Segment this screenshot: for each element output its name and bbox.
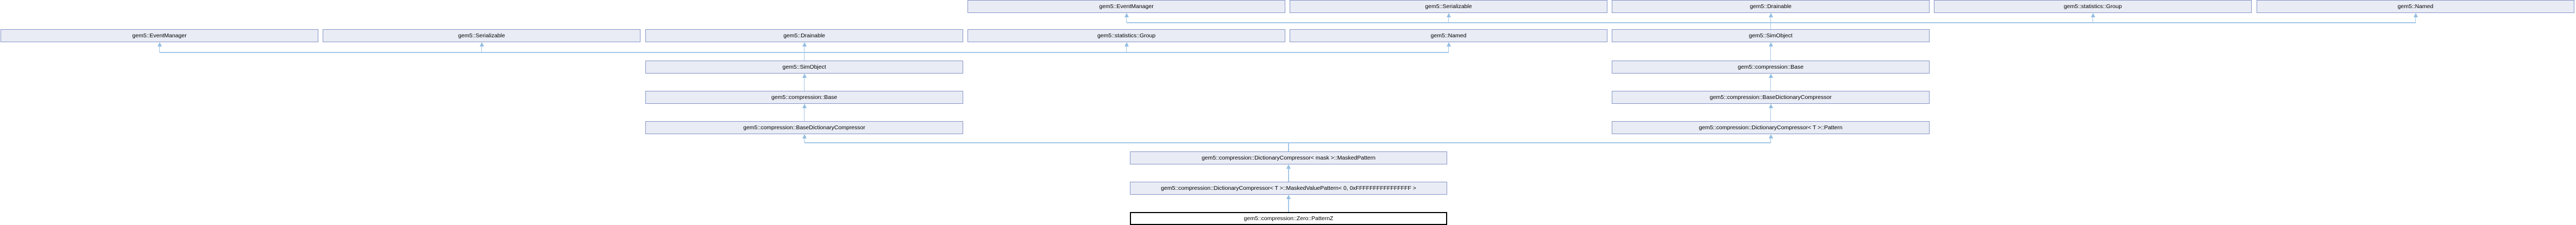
class-node-maskedvaluepattern[interactable]: gem5::compression::DictionaryCompressor<… [1130, 182, 1447, 195]
class-node-statistics-group-top[interactable]: gem5::statistics::Group [1934, 0, 2252, 13]
class-node-pattern-right[interactable]: gem5::compression::DictionaryCompressor<… [1612, 121, 1930, 134]
inheritance-edge-segment [804, 142, 1771, 143]
inheritance-arrowhead [802, 134, 807, 138]
inheritance-edge-segment [803, 77, 805, 91]
class-node-maskedpattern[interactable]: gem5::compression::DictionaryCompressor<… [1130, 151, 1447, 164]
inheritance-arrowhead [1446, 42, 1451, 47]
class-node-drainable-top[interactable]: gem5::Drainable [1612, 0, 1930, 13]
inheritance-edge-segment [1288, 168, 1289, 182]
inheritance-edge-segment [1770, 23, 1771, 29]
inheritance-arrowhead [802, 42, 807, 47]
class-node-bdc-left[interactable]: gem5::compression::BaseDictionaryCompres… [645, 121, 963, 134]
class-node-bdc-right[interactable]: gem5::compression::BaseDictionaryCompres… [1612, 91, 1930, 104]
class-node-named-mid[interactable]: gem5::Named [1290, 29, 1607, 42]
class-node-patternz: gem5::compression::Zero::PatternZ [1130, 212, 1447, 225]
inheritance-edge-segment [803, 52, 805, 61]
class-node-serializable-mid[interactable]: gem5::Serializable [323, 29, 640, 42]
inheritance-arrowhead [2090, 13, 2095, 17]
inheritance-edge-segment [159, 46, 160, 52]
class-node-statistics-group-mid[interactable]: gem5::statistics::Group [967, 29, 1285, 42]
class-node-base-right[interactable]: gem5::compression::Base [1612, 61, 1930, 74]
inheritance-arrowhead [1768, 42, 1773, 47]
inheritance-arrowhead [802, 104, 807, 108]
class-node-simobject-left[interactable]: gem5::SimObject [645, 61, 963, 74]
inheritance-edge-segment [1448, 17, 1449, 23]
inheritance-edge-segment [1126, 46, 1127, 52]
inheritance-arrowhead [1286, 164, 1291, 169]
inheritance-edge-segment [803, 46, 805, 52]
inheritance-arrowhead [1768, 13, 1773, 17]
class-node-eventmanager-mid[interactable]: gem5::EventManager [1, 29, 318, 42]
inheritance-edge-segment [481, 46, 482, 52]
inheritance-edge-segment [1448, 46, 1449, 52]
inheritance-edge-segment [803, 138, 805, 143]
class-node-base-left[interactable]: gem5::compression::Base [645, 91, 963, 104]
class-node-serializable-top[interactable]: gem5::Serializable [1290, 0, 1607, 13]
inheritance-arrowhead [479, 42, 484, 47]
inheritance-arrowhead [1768, 74, 1773, 78]
inheritance-edge-segment [1770, 138, 1771, 143]
inheritance-edge-segment [1770, 77, 1771, 91]
inheritance-arrowhead [1286, 195, 1291, 199]
class-node-named-top[interactable]: gem5::Named [2257, 0, 2574, 13]
inheritance-edge-segment [1288, 143, 1289, 151]
inheritance-arrowhead [1768, 104, 1773, 108]
inheritance-arrowhead [1446, 13, 1451, 17]
inheritance-edge-segment [2415, 17, 2416, 23]
inheritance-edge-segment [1770, 108, 1771, 121]
inheritance-arrowhead [157, 42, 162, 47]
class-node-eventmanager-top[interactable]: gem5::EventManager [967, 0, 1285, 13]
class-node-drainable-mid[interactable]: gem5::Drainable [645, 29, 963, 42]
inheritance-edge-segment [803, 108, 805, 121]
inheritance-arrowhead [1768, 134, 1773, 138]
inheritance-arrowhead [802, 74, 807, 78]
inheritance-edge-segment [1288, 198, 1289, 212]
inheritance-arrowhead [2413, 13, 2418, 17]
inheritance-edge-segment [1770, 17, 1771, 23]
class-node-simobject-mid[interactable]: gem5::SimObject [1612, 29, 1930, 42]
inheritance-arrowhead [1124, 42, 1129, 47]
inheritance-arrowhead [1124, 13, 1129, 17]
inheritance-edge-segment [1770, 46, 1771, 61]
inheritance-edge-segment [1126, 17, 1127, 23]
